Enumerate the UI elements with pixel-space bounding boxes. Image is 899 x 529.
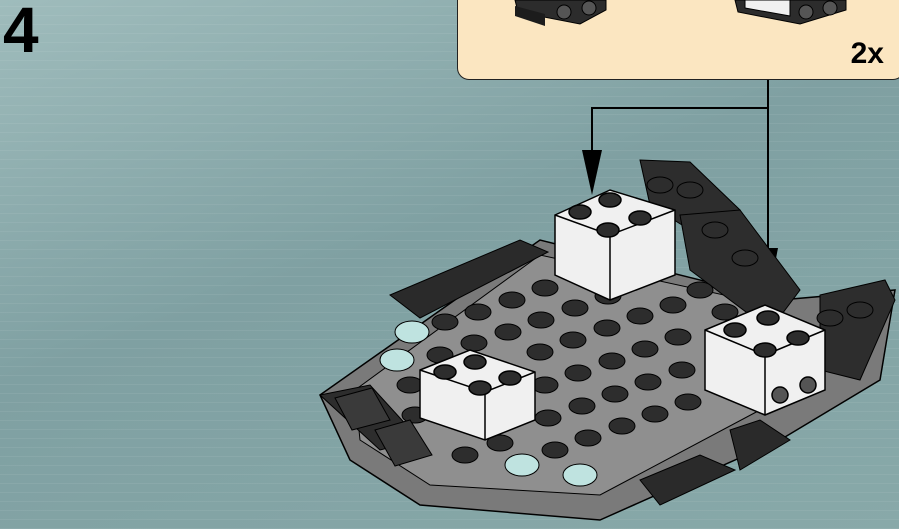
callout-brick-right [735, 0, 846, 24]
arrow-head-left [582, 150, 602, 195]
callout-brick-left [515, 0, 606, 26]
